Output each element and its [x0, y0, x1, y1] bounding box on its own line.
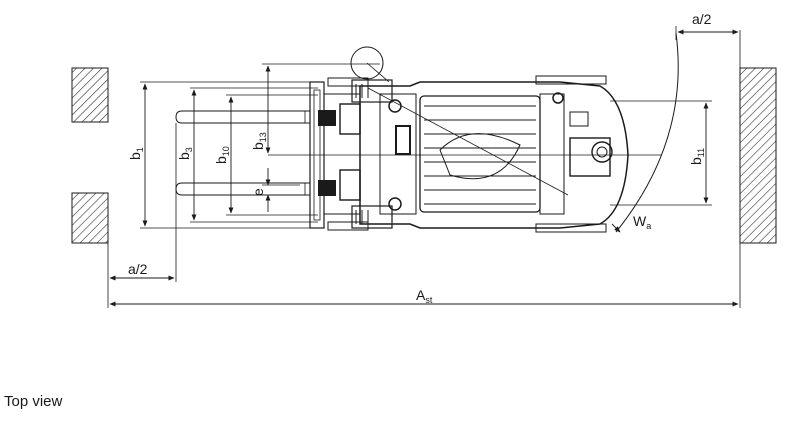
wa-label: Wa — [633, 213, 651, 231]
dimension-arrows — [109, 29, 739, 307]
turning-arc — [615, 32, 679, 233]
b13-label: b13 — [250, 132, 268, 150]
b3-label: b3 — [176, 147, 194, 160]
right-wall — [739, 67, 777, 244]
ast-label: Ast — [416, 287, 433, 305]
steer-axle-circle — [350, 46, 390, 83]
dimension-labels: a/2 a/2 b1 b3 b10 b13 e b11 Wa Ast — [127, 11, 712, 305]
front-wheels — [351, 79, 393, 229]
b11-label: b11 — [688, 148, 706, 165]
b10-label: b10 — [213, 146, 231, 164]
view-caption: Top view — [4, 393, 63, 410]
left-wall-lower — [71, 192, 109, 244]
forks — [175, 110, 310, 196]
e-label: e — [250, 188, 266, 196]
b1-label: b1 — [127, 147, 145, 160]
left-wall-upper — [71, 67, 109, 123]
a-half-bottom-label: a/2 — [128, 261, 148, 277]
chassis — [359, 75, 629, 233]
extension-lines — [107, 26, 741, 308]
a-half-top-label: a/2 — [692, 11, 712, 27]
